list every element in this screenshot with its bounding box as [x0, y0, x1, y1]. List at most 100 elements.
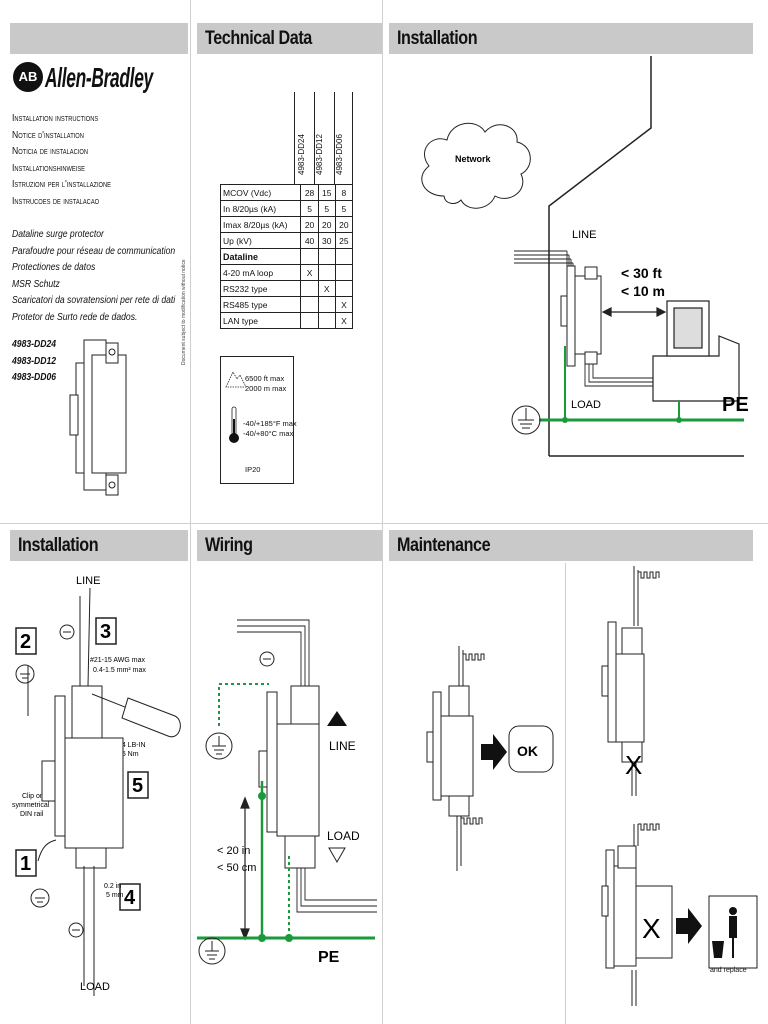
table-row: Dataline: [219, 248, 354, 265]
clip-text-1: Clip on: [22, 793, 44, 800]
instruction-title: Installationshinweise: [12, 161, 85, 174]
temp-c: -40/+80°C max: [243, 429, 294, 438]
network-label: Network: [455, 154, 492, 164]
screwdriver-icon: [91, 693, 181, 738]
column-divider: [382, 0, 383, 1024]
surge-protector-wiring: [258, 685, 320, 869]
header-blank: [10, 23, 188, 54]
strip-mm: 5 mm: [106, 892, 124, 899]
installation-overview-diagram: Network LINE < 30 ft < 10 m LOAD PE: [421, 56, 749, 457]
surge-protector-top: [560, 265, 602, 367]
replace-label: and replace: [710, 967, 747, 974]
surge-protector-removed: [601, 845, 673, 969]
ip-rating: IP20: [245, 465, 261, 474]
model-number: 4983-DD06: [12, 371, 57, 383]
line-label-top: LINE: [572, 229, 596, 241]
network-cloud-icon: [421, 122, 531, 209]
surge-protector-install: [41, 685, 124, 869]
clip-text-3: DIN rail: [20, 811, 44, 818]
clip-text-2: symmetrical: [12, 802, 50, 809]
temp-f: -40/+185°F max: [243, 419, 297, 428]
dist-ft: < 30 ft: [621, 265, 662, 281]
replace-x: X: [642, 913, 661, 944]
step-3: 3: [100, 621, 111, 643]
header-wiring: Wiring: [197, 530, 382, 561]
altitude-ft: 6500 ft max: [245, 374, 285, 383]
brand-name: Allen-Bradley: [45, 62, 153, 93]
instruction-titles: Installation instructions Notice d'insta…: [12, 110, 133, 209]
pe-label-top: PE: [722, 394, 749, 416]
step-1: 1: [20, 853, 31, 875]
product-description: Dataline surge protector: [12, 228, 104, 240]
side-disclaimer: Document subject to modification without…: [181, 259, 187, 365]
dist-m: < 10 m: [621, 283, 665, 299]
thermometer-icon: [229, 406, 239, 443]
product-description: Protetor de Surto rede de dados.: [12, 310, 138, 323]
ground-icon: [511, 405, 541, 435]
surge-protector-ok: [426, 685, 474, 817]
ground-icon: [198, 651, 275, 965]
device-illustration: [69, 339, 127, 496]
brand-logo-text: AB: [18, 69, 38, 84]
column-divider: [565, 563, 566, 1024]
product-description: Protectiones de datos: [12, 261, 96, 273]
wiring-diagram: LINE LOAD < 20 in < 50 cm PE: [197, 619, 377, 966]
ok-badge: [508, 725, 554, 773]
load-label-top: LOAD: [571, 399, 601, 411]
brand-logo: AB: [13, 62, 43, 92]
row-divider: [0, 523, 768, 524]
product-descriptions: Dataline surge protector Parafoudre pour…: [12, 226, 211, 325]
dist-cm: < 50 cm: [217, 862, 256, 874]
installation-steps-diagram: LINE 2 3 5 1 4 #21-15 AWG max 0.4-1.5 mm…: [12, 575, 181, 996]
pe-label-wiring: PE: [318, 949, 340, 966]
column-divider: [190, 0, 191, 1024]
maintenance-ok-diagram: OK: [426, 646, 554, 871]
altitude-m: 2000 m max: [245, 384, 287, 393]
wire-mm2: 0.4-1.5 mm² max: [93, 667, 146, 674]
load-label-install: LOAD: [80, 981, 110, 993]
header-installation-top: Installation: [389, 23, 753, 54]
instruction-title: Noticia de instalacion: [12, 145, 88, 157]
product-description: MSR Schutz: [12, 277, 60, 290]
line-label-install: LINE: [76, 575, 100, 587]
wire-awg: #21-15 AWG max: [90, 657, 145, 664]
instruction-title: Istruzioni per l'installazione: [12, 178, 111, 190]
dist-in: < 20 in: [217, 845, 250, 857]
surge-protector-fault: [601, 621, 645, 763]
step-5: 5: [132, 775, 143, 797]
step-4: 4: [124, 887, 136, 909]
load-label-wiring: LOAD: [327, 829, 360, 843]
step-2: 2: [20, 631, 31, 653]
product-description: Parafoudre pour réseau de communication: [12, 244, 176, 257]
strip-in: 0.2 in: [104, 883, 121, 890]
model-number: 4983-DD12: [12, 354, 57, 367]
instruction-title: Notice d'installation: [12, 128, 84, 141]
model-list: 4983-DD24 4983-DD12 4983-DD06: [12, 336, 66, 386]
model-number: 4983-DD24: [12, 338, 57, 350]
instruction-title: Instrucoes de instalacao: [12, 194, 100, 207]
maintenance-replace-diagram: X X and replace: [601, 566, 758, 1006]
environment-box: 6500 ft max 2000 m max -40/+185°F max -4…: [220, 356, 297, 484]
computer-icon: [652, 300, 740, 402]
tech-col-lines: [294, 92, 353, 184]
instruction-title: Installation instructions: [12, 112, 99, 124]
mountain-icon: [225, 371, 247, 388]
torque-lb: 4.4 LB-IN: [116, 742, 146, 749]
ground-icon: [15, 624, 84, 938]
product-description: Scaricatori da sovratensioni per rete di…: [12, 294, 176, 306]
header-maintenance: Maintenance: [389, 530, 753, 561]
ok-label: OK: [517, 743, 538, 759]
header-technical-data: Technical Data: [197, 23, 382, 54]
fault-x: X: [625, 750, 642, 780]
line-label-wiring: LINE: [329, 739, 356, 753]
header-installation-bottom: Installation: [10, 530, 188, 561]
